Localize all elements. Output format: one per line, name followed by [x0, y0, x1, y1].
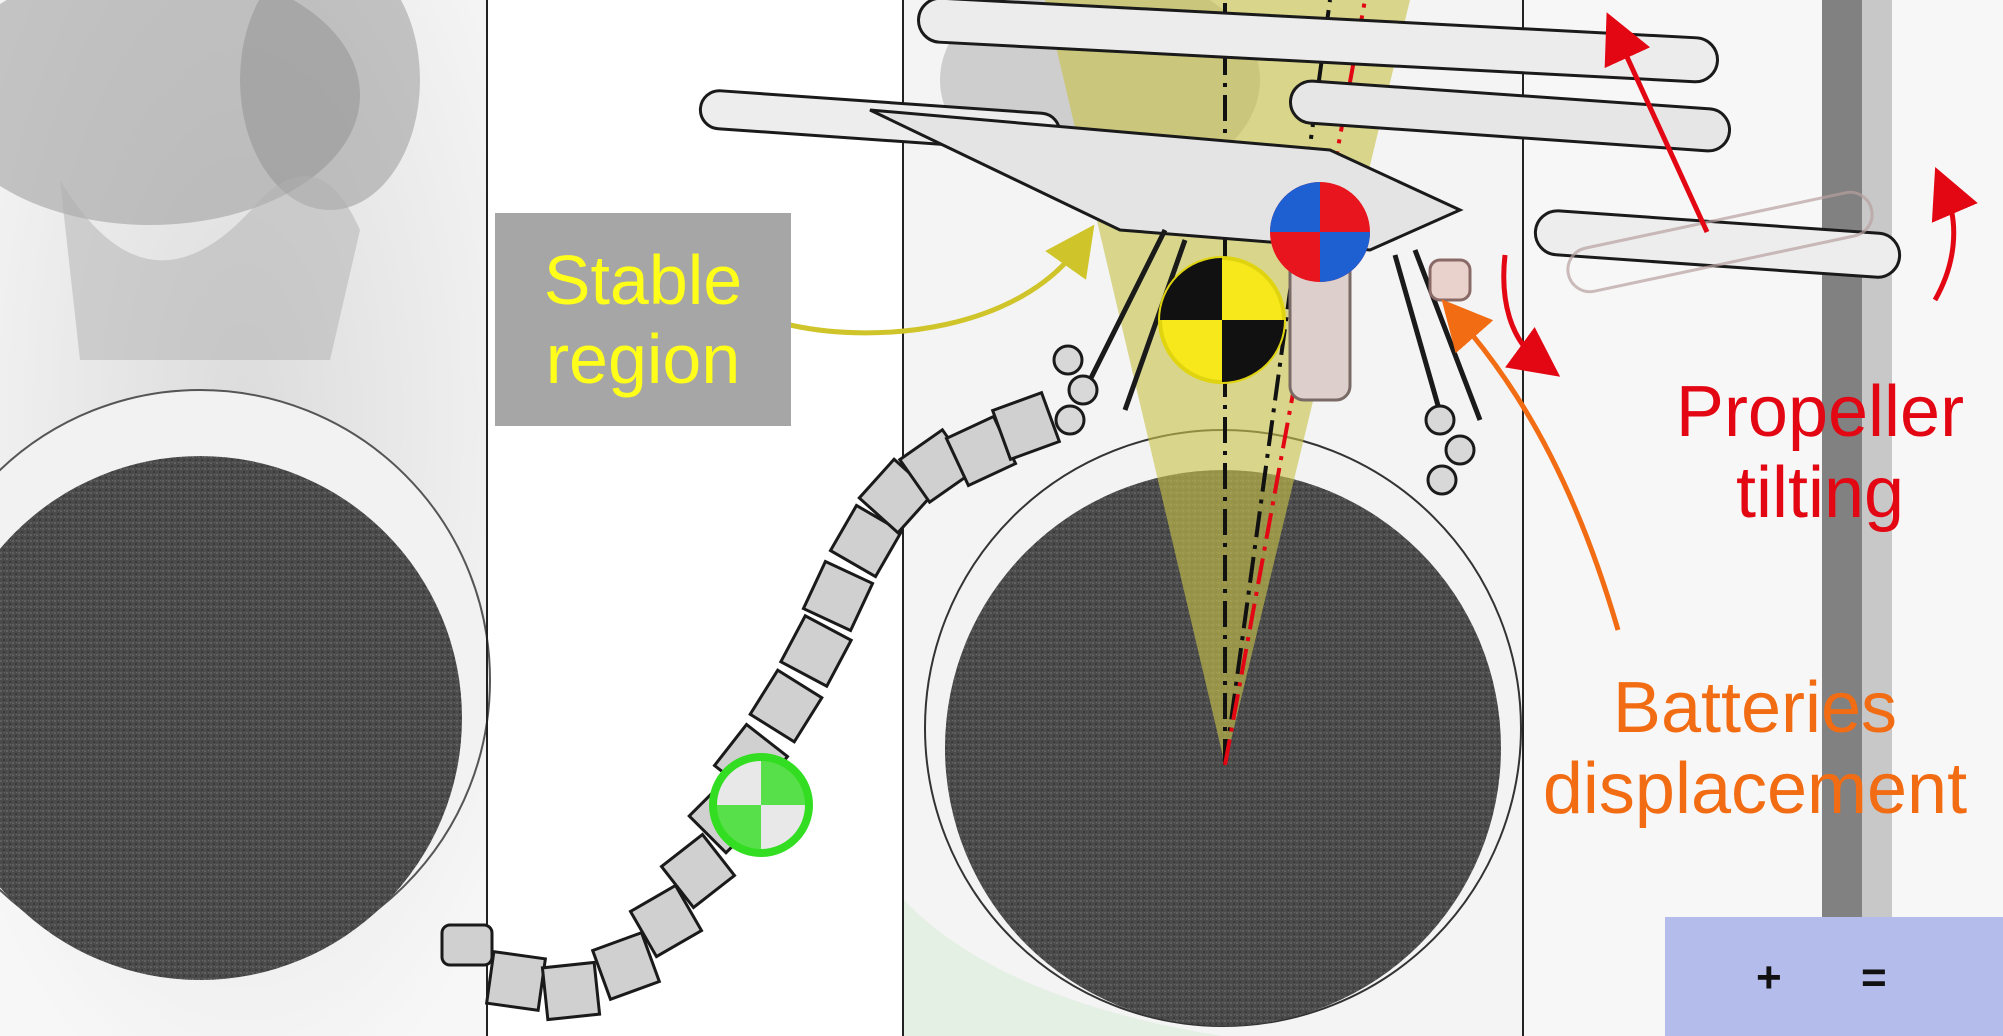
- total-center-of-mass-icon: [1160, 258, 1284, 382]
- propeller-tilting-label: Propeller tilting: [1640, 372, 2000, 533]
- propeller-tilting-line2: tilting: [1640, 453, 2000, 534]
- batteries-displacement-line2: displacement: [1515, 749, 1995, 830]
- legend-plus: +: [1756, 953, 1782, 1003]
- batteries-displacement-label: Batteries displacement: [1515, 668, 1995, 829]
- left-panel: [0, 0, 490, 1036]
- batteries-displacement-line1: Batteries: [1515, 668, 1995, 749]
- drone-center-of-mass-icon: [1270, 182, 1370, 282]
- legend: + =: [1665, 917, 2003, 1036]
- stable-region-line2: region: [546, 320, 741, 398]
- stable-region-line1: Stable: [544, 241, 742, 319]
- propeller-tilting-line1: Propeller: [1640, 372, 2000, 453]
- stable-region-label: Stable region: [495, 213, 791, 426]
- arm-center-of-mass-icon: [713, 757, 809, 853]
- legend-equals: =: [1861, 953, 1887, 1003]
